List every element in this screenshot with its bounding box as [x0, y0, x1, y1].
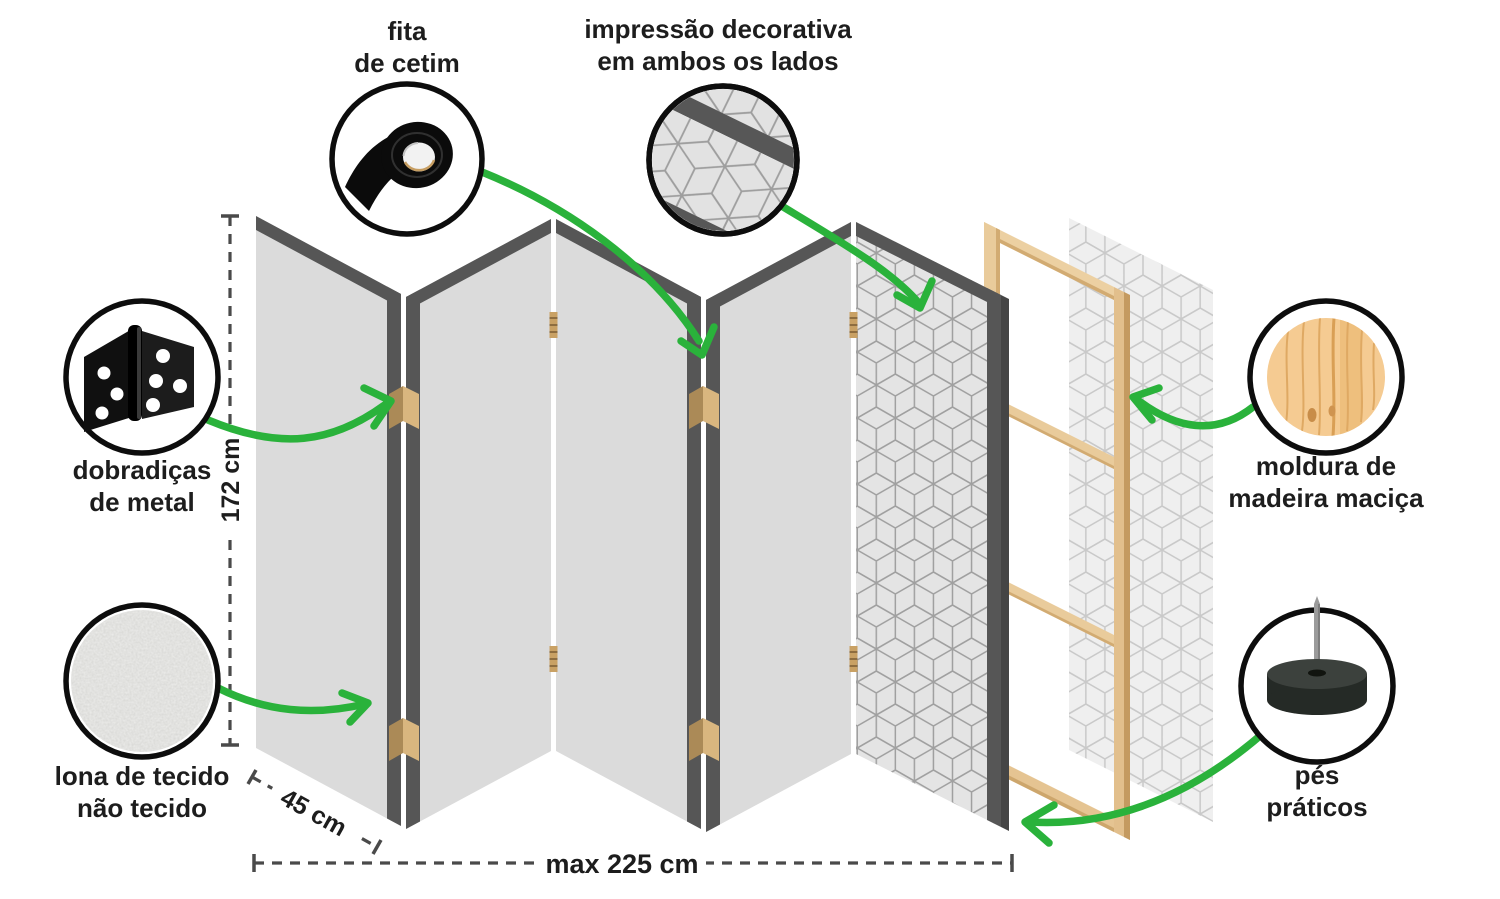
arrow-tape-to-fold	[478, 168, 718, 359]
arrow-wood-to-frame	[1129, 384, 1257, 430]
wood-texture-icon	[1267, 318, 1385, 436]
metal-hinge-icon	[84, 325, 194, 432]
arrow-hinge-to-fold	[204, 384, 395, 443]
dimension-max-width: max 225 cm	[252, 845, 1014, 879]
decorative-print-label-line2: em ambos os lados	[597, 46, 838, 76]
dimension-height-label: 172 cm	[217, 438, 245, 523]
callout-satin-tape: fita de cetim	[329, 16, 485, 237]
callout-metal-hinges: dobradiças de metal	[63, 298, 221, 517]
metal-hinges-label-line2: de metal	[89, 487, 195, 517]
panel-1	[256, 216, 401, 826]
tape-roll-icon	[345, 121, 453, 211]
arrow-feet-to-base	[1021, 731, 1265, 847]
metal-hinges-label-line1: dobradiças	[73, 455, 212, 485]
room-divider-panels	[256, 216, 1009, 832]
satin-tape-label-line1: fita	[388, 16, 428, 46]
decorative-print-label-line1: impressão decorativa	[584, 14, 852, 44]
callout-nonwoven-canvas: lona de tecido não tecido	[55, 602, 230, 823]
dimension-max-width-label: max 225 cm	[545, 849, 698, 879]
satin-tape-label-line2: de cetim	[354, 48, 460, 78]
practical-feet-label-line1: pés	[1295, 760, 1340, 790]
hinge-mark	[549, 312, 858, 672]
panel-5-printed	[856, 222, 1009, 831]
hinge-wedge	[389, 386, 719, 761]
callout-arrows	[204, 168, 1265, 847]
panel-4	[706, 222, 851, 832]
fabric-texture-icon	[71, 610, 213, 752]
nonwoven-canvas-label-line2: não tecido	[77, 793, 207, 823]
panel-2	[406, 219, 551, 829]
arrow-print-to-panel	[776, 201, 936, 312]
arrow-canvas-to-panel	[214, 684, 372, 726]
wood-frame-label-line2: madeira maciça	[1228, 483, 1424, 513]
foot-pin-icon	[1267, 596, 1367, 715]
callout-wood-frame: moldura de madeira maciça	[1228, 298, 1424, 513]
canvas-sheet	[1069, 218, 1213, 822]
callout-practical-feet: pés práticos	[1238, 596, 1396, 822]
wood-frame-label-line1: moldura de	[1256, 451, 1396, 481]
nonwoven-canvas-label-line1: lona de tecido	[55, 761, 230, 791]
dimension-height: 172 cm	[214, 214, 246, 747]
practical-feet-label-line2: práticos	[1266, 792, 1367, 822]
